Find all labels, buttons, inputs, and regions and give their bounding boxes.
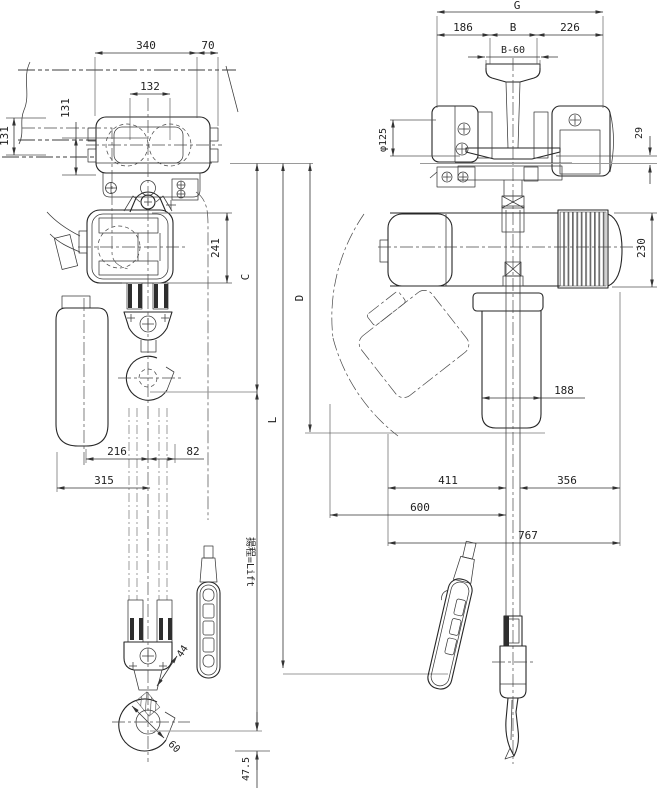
side-dimensions: G 186 B 226 B-60 φ125 29 230 188 [329,0,657,546]
front-view-chains-lowered [128,408,168,600]
dim-600-label: 600 [410,501,430,514]
dim-340-label: 340 [136,39,156,52]
side-view-chain-and-hook [492,58,536,764]
dim-767-label: 767 [518,529,538,542]
dim-B-label: B [510,21,517,34]
side-view-trolley [429,105,614,209]
front-view-pendant [196,545,221,679]
dim-G-label: G [514,0,521,12]
side-view-hoist-body [379,205,623,289]
dim-315-label: 315 [94,474,114,487]
dim-411-label: 411 [438,474,458,487]
dim-29-label: 29 [634,127,645,139]
side-view-pendant [427,540,477,690]
dim-132-label: 132 [140,80,160,93]
dim-241-label: 241 [209,238,222,258]
front-view-chain-bucket [55,295,109,447]
dim-70-label: 70 [201,39,214,52]
dim-131-inner-label: 131 [59,98,72,118]
dim-47-5-label: 47.5 [241,757,252,781]
dim-B60-label: B-60 [501,45,525,56]
front-view-centerlines [22,98,222,762]
front-dimensions: 340 70 132 131 131 241 216 82 315 44 60 [0,39,232,755]
dim-dia125-label: φ125 [378,128,389,152]
lift-label: 揚程=Lift [244,537,257,587]
dim-230-label: 230 [635,238,648,258]
side-view-chain-bucket [331,213,544,437]
dim-226-label: 226 [560,21,580,34]
dim-216-label: 216 [107,445,127,458]
dim-D-label: D [293,295,306,302]
vertical-dimensions: C 揚程=Lift 47.5 L D [150,163,545,788]
dim-188-label: 188 [554,384,574,397]
dim-L-label: L [266,416,279,423]
dim-82-label: 82 [186,445,199,458]
dim-131-left-label: 131 [0,126,11,146]
dim-186-label: 186 [453,21,473,34]
dim-C-label: C [239,274,252,281]
dim-356-label: 356 [557,474,577,487]
